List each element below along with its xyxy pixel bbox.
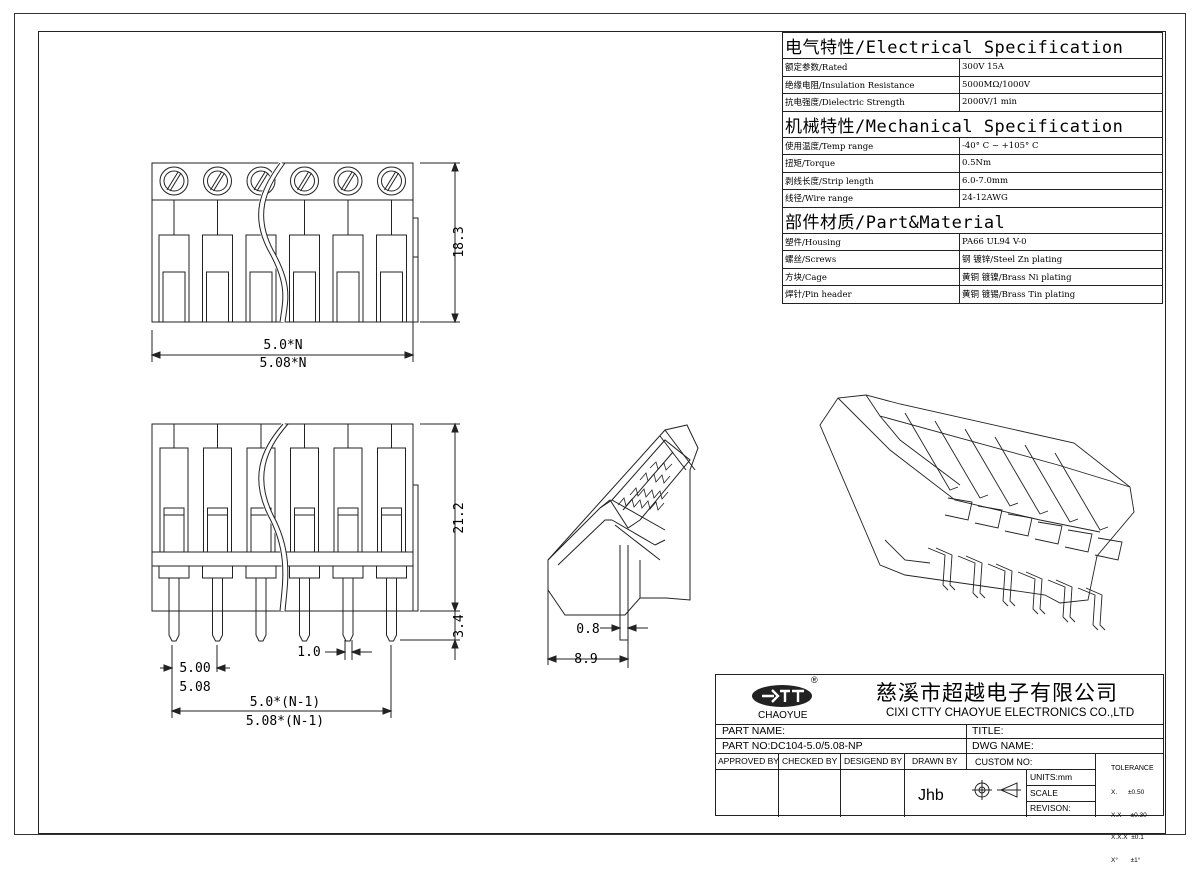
dim-side-depth: 8.9 — [574, 652, 597, 667]
part-name-label: PART NAME: — [722, 725, 786, 737]
projection-symbol-icon — [972, 780, 1021, 800]
top-view — [151, 161, 419, 323]
spec-label: 螺丝/Screws — [782, 250, 960, 269]
spec-label: 绝缘电阻/Insulation Resistance — [782, 75, 960, 94]
tolerance-row: X.X.X ±0.1 — [1111, 834, 1144, 841]
spec-value: 黄铜 镀锡/Brass Tin plating — [959, 285, 1163, 304]
spec-row: 使用温度/Temp range-40° C ~ +105° C — [782, 136, 1163, 155]
drawing-sheet-border — [14, 13, 1186, 835]
electrical-section: 电气特性/Electrical Specification — [782, 32, 1163, 59]
chaoyue-logo-icon — [752, 685, 812, 707]
custom-no-label: CUSTOM NO: — [975, 757, 1033, 767]
spec-value: 5000MΩ/1000V — [959, 75, 1163, 94]
technical-drawing: 5.0*N 5.08*N 18.3 21.2 3.4 1.0 5.00 5.08… — [150, 161, 1135, 729]
isometric-view — [819, 394, 1135, 631]
spec-label: 使用温度/Temp range — [782, 136, 960, 155]
dim-top-width-a: 5.0*N — [263, 338, 302, 353]
spec-value: -40° C ~ +105° C — [959, 136, 1163, 155]
spec-label: 方块/Cage — [782, 267, 960, 286]
spec-value: 钢 镀锌/Steel Zn plating — [959, 250, 1163, 269]
section-title: 机械特性/Mechanical Specification — [782, 110, 1163, 138]
side-view — [546, 424, 699, 668]
revision-label: REVISON: — [1030, 803, 1071, 813]
tolerance-title: TOLERANCE — [1111, 765, 1154, 772]
spec-value: PA66 UL94 V-0 — [959, 232, 1163, 251]
dim-pitch-a: 5.00 — [179, 661, 210, 676]
units-label: UNITS:mm — [1030, 772, 1073, 782]
spec-label: 额定参数/Rated — [782, 58, 960, 77]
spec-label: 塑件/Housing — [782, 232, 960, 251]
section-title: 电气特性/Electrical Specification — [782, 32, 1163, 59]
material-section: 部件材质/Part&Material — [782, 206, 1163, 234]
spec-value: 0.5Nm — [959, 154, 1163, 173]
front-view — [151, 422, 419, 642]
tolerance-list: X. ±0.50 X.X ±0.30 X.X.X ±0.1 X° ±1° — [1111, 774, 1147, 879]
designed-by-label: DESIGEND BY — [844, 756, 903, 766]
approved-by-label: APPROVED BY — [718, 756, 779, 766]
tolerance-row: X. ±0.50 — [1111, 789, 1145, 796]
spec-value: 6.0-7.0mm — [959, 171, 1163, 190]
spec-label: 焊针/Pin header — [782, 285, 960, 304]
spec-label: 线径/Wire range — [782, 189, 960, 208]
drawn-by-value: Jhb — [918, 787, 944, 804]
company-name-en: CIXI CTTY CHAOYUE ELECTRONICS CO.,LTD — [886, 707, 1135, 719]
drawn-by-label: DRAWN BY — [912, 756, 958, 766]
registered-mark: ® — [811, 675, 818, 685]
section-title: 部件材质/Part&Material — [782, 206, 1163, 234]
spec-value: 2000V/1 min — [959, 93, 1163, 112]
title-label: TITLE: — [972, 725, 1004, 737]
scale-label: SCALE — [1030, 788, 1058, 798]
dim-pin-length: 3.4 — [452, 614, 467, 638]
dim-pin-width: 1.0 — [297, 645, 320, 660]
spec-value: 黄铜 镀镍/Brass Ni plating — [959, 267, 1163, 286]
part-number: PART NO:DC104-5.0/5.08-NP — [722, 740, 863, 752]
drawing-frame — [38, 31, 1166, 834]
dim-top-width-b: 5.08*N — [260, 356, 307, 371]
tolerance-row: X.X ±0.30 — [1111, 811, 1147, 819]
spec-value: 24-12AWG — [959, 189, 1163, 208]
dim-span-a: 5.0*(N-1) — [250, 695, 320, 710]
spec-label: 扭矩/Torque — [782, 154, 960, 173]
dim-top-height: 18.3 — [452, 226, 467, 257]
checked-by-label: CHECKED BY — [782, 756, 838, 766]
spec-value: 300V 15A — [959, 58, 1163, 77]
logo-text: CHAOYUE — [758, 710, 808, 721]
dim-pitch-b: 5.08 — [179, 680, 210, 695]
company-name-cn: 慈溪市超越电子有限公司 — [876, 681, 1118, 705]
dim-span-b: 5.08*(N-1) — [246, 714, 324, 729]
spec-label: 剥线长度/Strip length — [782, 171, 960, 190]
spec-label: 抗电强度/Dielectric Strength — [782, 93, 960, 112]
mechanical-section: 机械特性/Mechanical Specification — [782, 110, 1163, 138]
dim-side-pin: 0.8 — [576, 622, 599, 637]
dwg-name-label: DWG NAME: — [972, 740, 1034, 752]
tolerance-row: X° ±1° — [1111, 856, 1141, 864]
dim-front-height: 21.2 — [452, 502, 467, 533]
title-block: ® CHAOYUE 慈溪市超越电子有限公司 CIXI CTTY CHAOYUE … — [715, 674, 1164, 864]
